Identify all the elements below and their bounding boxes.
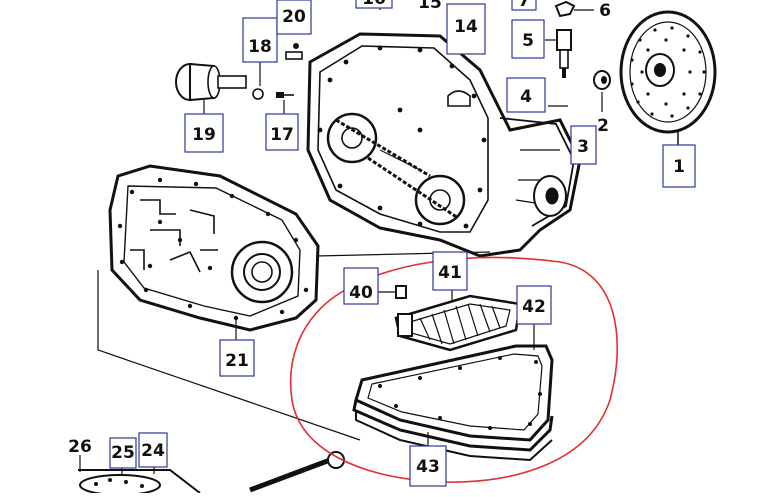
callout-41: 41: [438, 263, 462, 283]
callout-25: 25: [111, 443, 135, 463]
callout-box-41: [432, 251, 468, 291]
lower-parts: [78, 451, 345, 496]
callout-box-5: [511, 19, 545, 59]
case-cover: [108, 164, 320, 342]
callout-box-7: [511, 0, 537, 11]
callout-42: 42: [522, 297, 546, 317]
callout-box-42: [516, 285, 552, 325]
callout-14: 14: [454, 17, 478, 37]
callout-7: 7: [518, 0, 530, 11]
callout-box-18: [242, 17, 278, 63]
callout-16: 16: [362, 0, 386, 9]
callout-43: 43: [416, 457, 440, 477]
callout-40: 40: [349, 283, 373, 303]
callout-18: 18: [248, 37, 272, 57]
callout-19: 19: [192, 125, 216, 145]
callout-17: 17: [270, 125, 294, 145]
callout-box-19: [184, 113, 224, 153]
callout-box-43: [409, 445, 447, 487]
small-fasteners: [259, 43, 303, 118]
callout-20: 20: [282, 7, 306, 27]
clip-part: [554, 0, 594, 18]
callout-1: 1: [673, 157, 685, 177]
callout-5: 5: [522, 31, 534, 51]
callout-box-40: [343, 267, 379, 305]
callout-24: 24: [141, 441, 165, 461]
callout-box-25: [109, 437, 137, 469]
torque-converter: [619, 10, 717, 150]
callout-2: 2: [597, 116, 609, 136]
highlight-circle: [289, 256, 619, 483]
callout-6: 6: [599, 1, 611, 21]
callout-21: 21: [225, 351, 249, 371]
seal-part: [593, 70, 611, 112]
callout-box-1: [662, 144, 696, 188]
callout-3: 3: [577, 137, 589, 157]
callout-box-24: [138, 432, 168, 468]
callout-box-16: [355, 0, 393, 9]
transaxle-case: [306, 32, 582, 258]
filter-part: [394, 282, 522, 352]
callout-box-3: [570, 125, 597, 165]
callout-box-21: [219, 339, 255, 377]
sensor-part: [545, 29, 572, 78]
callout-box-20: [276, 0, 312, 35]
callout-box-4: [506, 77, 546, 113]
input-shaft: [175, 62, 264, 118]
plug-part: [376, 285, 407, 299]
callout-15: 15: [418, 0, 442, 13]
callout-26: 26: [68, 437, 92, 457]
callout-4: 4: [520, 87, 532, 107]
callout-box-17: [265, 113, 299, 151]
callout-box-14: [446, 3, 486, 55]
